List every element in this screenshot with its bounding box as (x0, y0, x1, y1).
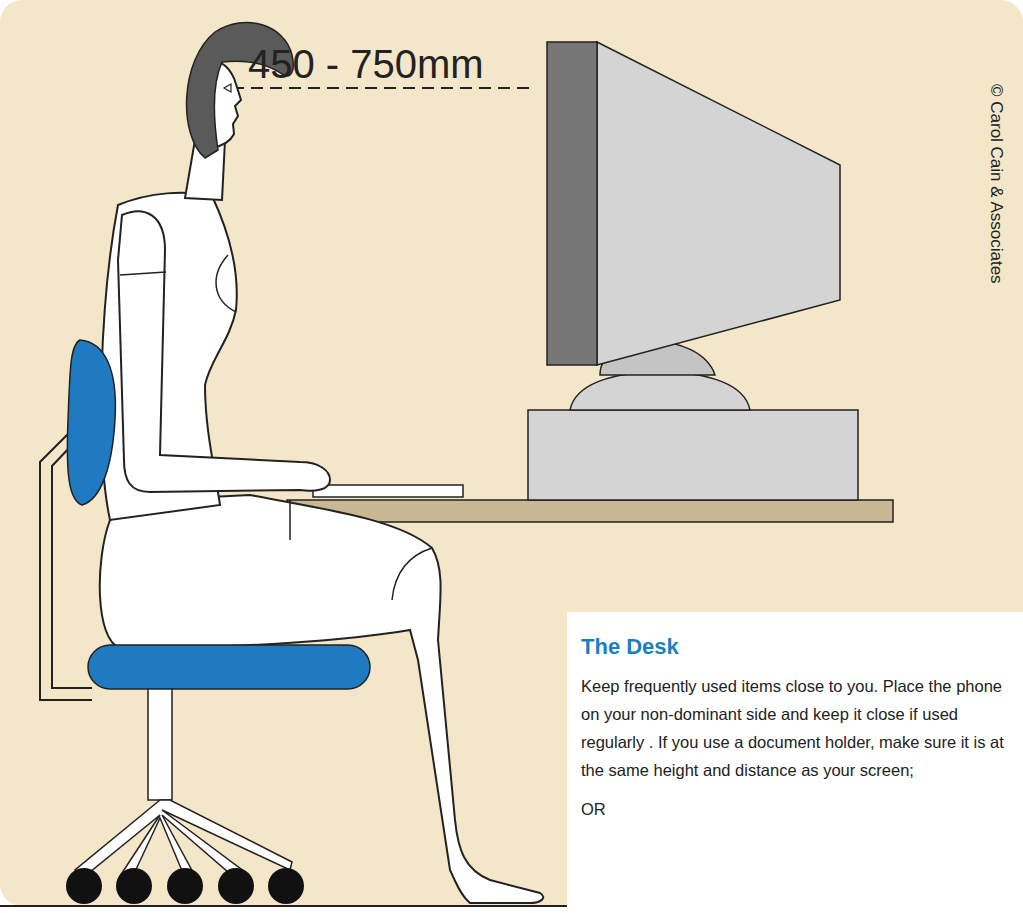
chair-post (148, 688, 172, 800)
chair-base (75, 800, 292, 878)
dimension-label: 450 - 750mm (248, 44, 484, 84)
woman-hair (187, 22, 294, 158)
computer-case (528, 410, 858, 500)
monitor-body (597, 42, 840, 365)
stocking-line (290, 500, 432, 600)
keyboard (313, 485, 463, 497)
viewing-distance-line (232, 87, 536, 89)
panel-heading: The Desk (581, 634, 1009, 660)
text-panel: The DeskKeep frequently used items close… (567, 612, 1023, 913)
chair-wheel (268, 868, 304, 904)
sleeve-line (120, 272, 166, 275)
chair-backrest (67, 340, 115, 505)
chair-wheel (116, 868, 152, 904)
woman-arm (118, 211, 330, 492)
bust-line (216, 255, 236, 312)
panel-note: OR (581, 798, 1009, 820)
woman-eye (224, 84, 231, 92)
chair-seat (88, 645, 370, 689)
monitor-screen (547, 42, 597, 365)
woman-legs (100, 495, 544, 903)
floor-line (0, 905, 567, 907)
text-panel-ground (567, 612, 1023, 913)
copyright-watermark: © Carol Cain & Associates (988, 84, 1005, 284)
monitor-stand (570, 372, 750, 410)
chair-wheel (218, 868, 254, 904)
chair-wheel (167, 868, 203, 904)
desk-top (287, 500, 893, 522)
chair-wheel (66, 868, 102, 904)
panel-body: Keep frequently used items close to you.… (581, 672, 1009, 784)
